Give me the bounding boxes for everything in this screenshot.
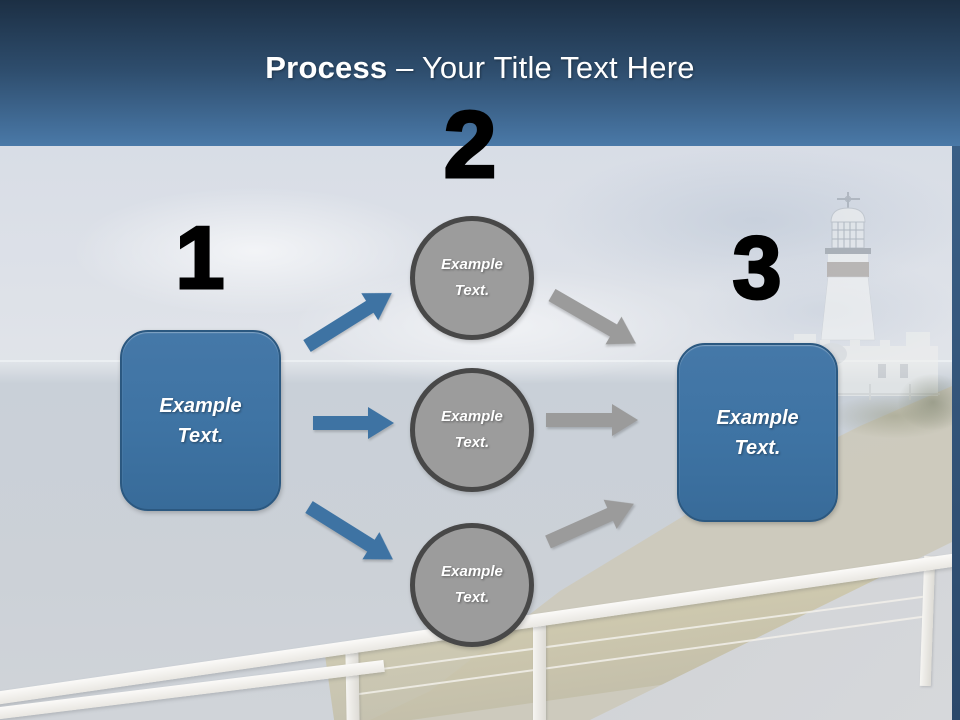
fence-post <box>533 618 546 720</box>
background-strip <box>952 146 960 720</box>
title-subtitle: – Your Title Text Here <box>396 50 695 85</box>
title-keyword: Process <box>265 50 388 85</box>
label-line: Example <box>441 256 503 273</box>
step2-circle-bottom[interactable]: Example Text. <box>410 523 534 647</box>
label-line: Text. <box>734 436 781 459</box>
step2-circle-middle[interactable]: Example Text. <box>410 368 534 492</box>
label-line: Text. <box>454 589 490 606</box>
label-line: Example <box>441 408 503 425</box>
label-line: Example <box>716 406 799 429</box>
step3-box[interactable]: Example Text. <box>677 343 838 522</box>
slide-title[interactable]: Process – Your Title Text Here <box>0 50 960 86</box>
step1-box[interactable]: Example Text. <box>120 330 281 511</box>
label-line: Example <box>159 394 242 417</box>
step1-box-label: Example Text. <box>159 391 241 451</box>
fence-post <box>345 647 360 720</box>
bush <box>898 374 952 430</box>
circle-label: Example Text. <box>441 252 503 304</box>
step-number-2[interactable]: 2 <box>442 92 498 198</box>
step-number-3[interactable]: 3 <box>731 218 783 317</box>
circle-label: Example Text. <box>441 404 503 456</box>
circle-label: Example Text. <box>441 559 503 611</box>
label-line: Text. <box>454 434 490 451</box>
step-number-1[interactable]: 1 <box>174 208 226 307</box>
title-bar: Process – Your Title Text Here <box>0 0 960 146</box>
step2-circle-top[interactable]: Example Text. <box>410 216 534 340</box>
label-line: Example <box>441 563 503 580</box>
label-line: Text. <box>177 424 224 447</box>
label-line: Text. <box>454 282 490 299</box>
step3-box-label: Example Text. <box>716 403 798 463</box>
